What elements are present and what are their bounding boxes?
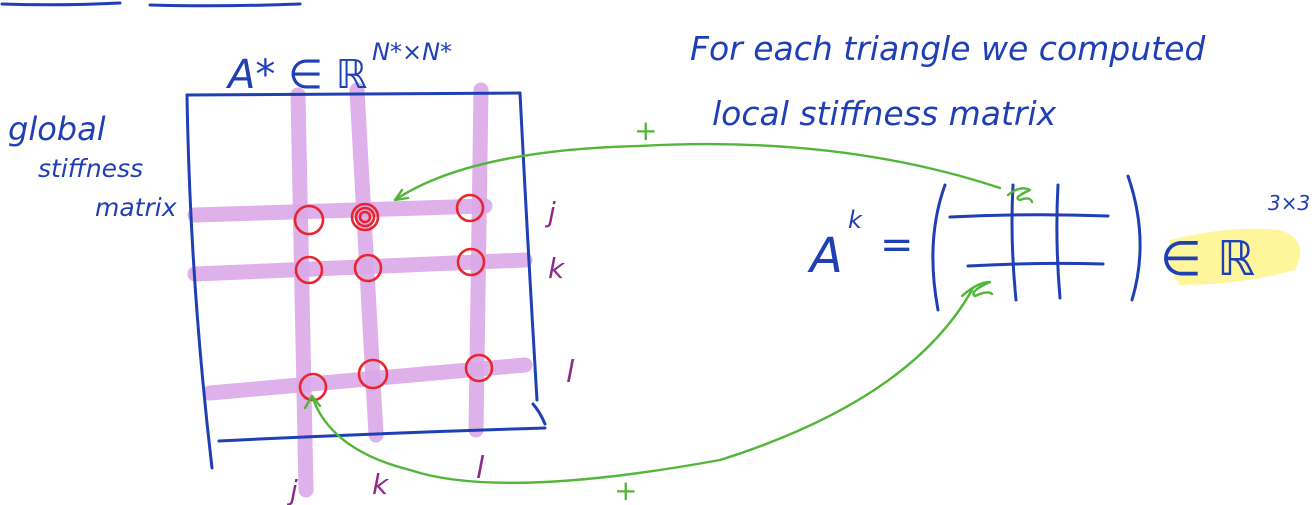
assembly-arrows bbox=[303, 142, 1002, 485]
global-matrix-frame bbox=[185, 91, 547, 470]
note-line1: For each triangle we computed bbox=[690, 29, 1206, 68]
local-matrix-eq: = bbox=[880, 222, 914, 268]
local-space-label: ∈ ℝ bbox=[1160, 231, 1255, 287]
entry-kj bbox=[294, 255, 324, 285]
note-line2: local stiffness matrix bbox=[712, 94, 1057, 133]
arrow-top-plus: + bbox=[634, 114, 657, 147]
entry-ll bbox=[464, 353, 494, 383]
entry-jl bbox=[455, 193, 485, 223]
local-space-dims: 3×3 bbox=[1268, 191, 1310, 215]
row-label-l: l bbox=[566, 355, 575, 390]
local-left-bracket bbox=[931, 183, 947, 312]
global-caption-line2: stiffness bbox=[38, 154, 143, 183]
local-entry-mark-bottom bbox=[960, 280, 994, 298]
arrow-bottom bbox=[310, 288, 974, 485]
highlight-rows bbox=[187, 198, 533, 401]
highlight-row-j bbox=[187, 198, 493, 223]
highlight-row-k bbox=[187, 252, 533, 282]
highlight-row-l bbox=[202, 357, 533, 401]
highlight-column-j bbox=[290, 87, 314, 498]
entry-kk bbox=[353, 253, 383, 283]
arrow-top bbox=[393, 142, 1002, 202]
row-label-j: j bbox=[544, 196, 556, 229]
arrow-bottom-plus: + bbox=[614, 474, 637, 505]
global-matrix-set-label: A* ∈ ℝ bbox=[225, 52, 367, 98]
entry-lk bbox=[357, 358, 389, 390]
column-label-l: l bbox=[476, 451, 485, 486]
local-matrix-name: A bbox=[807, 228, 843, 284]
entry-kl bbox=[456, 247, 486, 277]
local-right-bracket bbox=[1126, 174, 1142, 302]
space-highlight bbox=[1168, 228, 1300, 285]
local-matrix bbox=[931, 174, 1142, 312]
local-matrix-sup: k bbox=[848, 206, 863, 234]
entry-jk bbox=[350, 202, 380, 232]
entry-jj bbox=[293, 204, 325, 236]
global-matrix-dims-label: N*×N* bbox=[372, 38, 452, 66]
column-label-k: k bbox=[372, 468, 390, 501]
global-caption-line1: global bbox=[8, 110, 106, 148]
column-label-j: j bbox=[286, 474, 298, 505]
row-label-k: k bbox=[548, 252, 566, 285]
global-caption-line3: matrix bbox=[95, 193, 177, 222]
cropped-text-strokes bbox=[0, 1, 302, 8]
local-entry-mark-top bbox=[1006, 187, 1034, 204]
